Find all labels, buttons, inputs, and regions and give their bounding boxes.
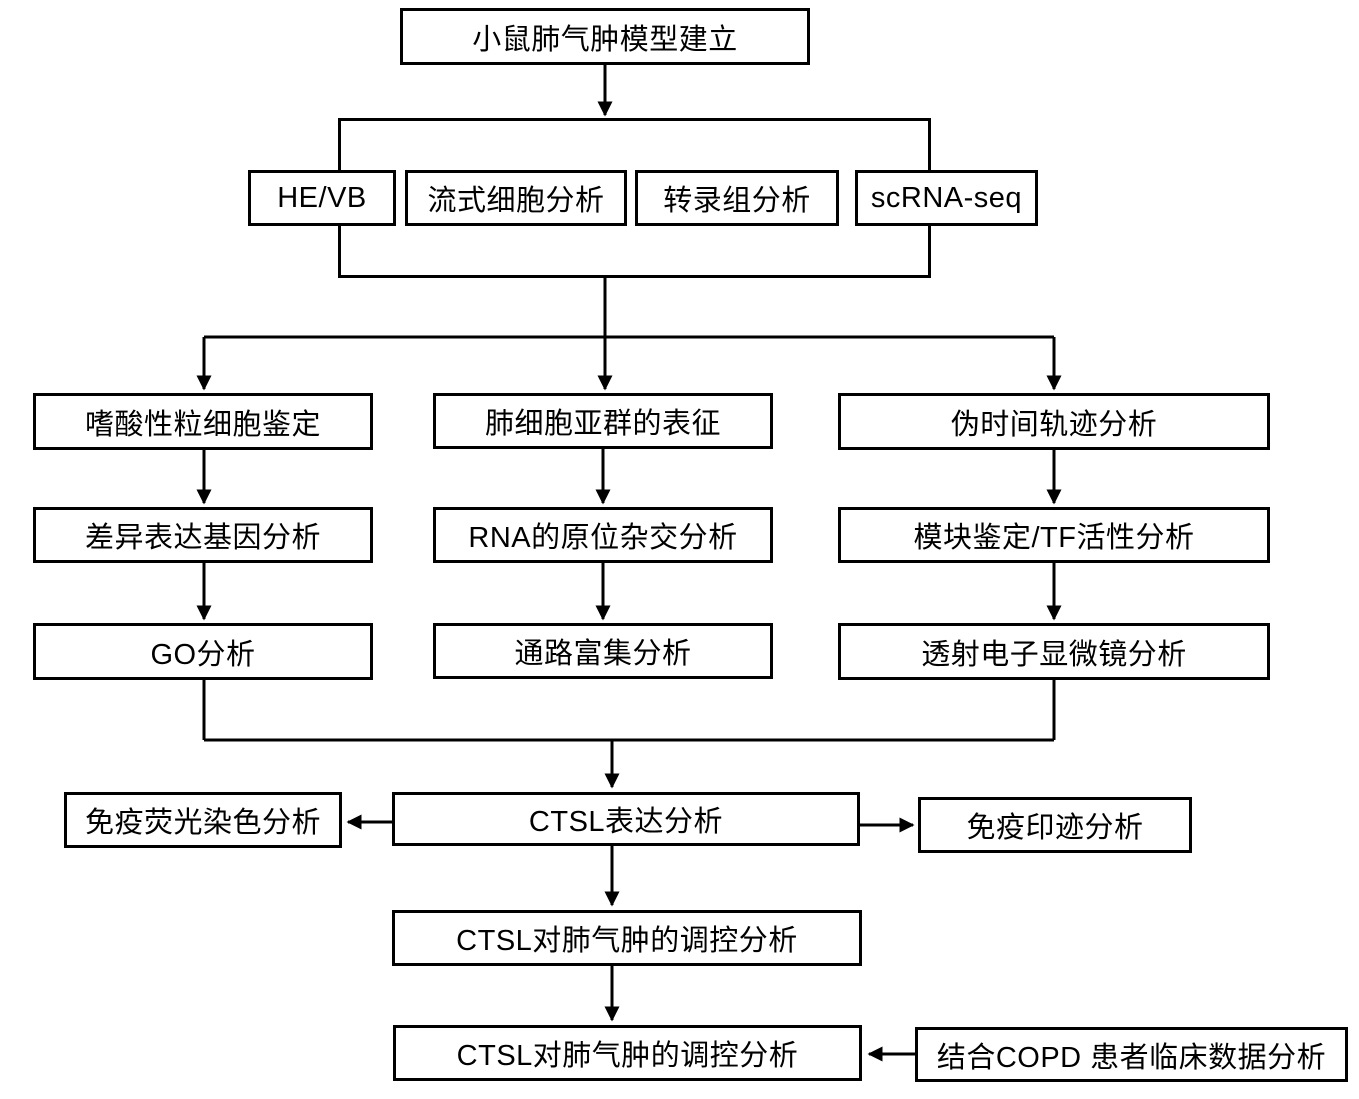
node-pathway-enrichment: 通路富集分析 xyxy=(433,623,773,679)
node-scrna-seq: scRNA-seq xyxy=(855,170,1038,226)
node-immunofluorescence: 免疫荧光染色分析 xyxy=(64,792,342,848)
node-lung-cell-subsets: 肺细胞亚群的表征 xyxy=(433,393,773,449)
node-flow-cytometry: 流式细胞分析 xyxy=(405,170,627,226)
node-he-vb: HE/VB xyxy=(248,170,396,226)
node-transcriptome: 转录组分析 xyxy=(635,170,839,226)
node-ctsl-regulation-1: CTSL对肺气肿的调控分析 xyxy=(392,910,862,966)
node-ctsl-expression: CTSL表达分析 xyxy=(392,792,860,846)
node-eosinophil-identification: 嗜酸性粒细胞鉴定 xyxy=(33,393,373,450)
node-pseudotime-trajectory: 伪时间轨迹分析 xyxy=(838,393,1270,450)
node-western-blot: 免疫印迹分析 xyxy=(918,797,1192,853)
node-ctsl-regulation-2: CTSL对肺气肿的调控分析 xyxy=(393,1025,862,1081)
node-go-analysis: GO分析 xyxy=(33,623,373,680)
node-copd-clinical-data: 结合COPD 患者临床数据分析 xyxy=(915,1027,1348,1082)
node-model-establishment: 小鼠肺气肿模型建立 xyxy=(400,8,810,65)
node-tem-analysis: 透射电子显微镜分析 xyxy=(838,623,1270,680)
node-deg-analysis: 差异表达基因分析 xyxy=(33,507,373,563)
node-rna-in-situ: RNA的原位杂交分析 xyxy=(433,507,773,563)
node-module-tf-activity: 模块鉴定/TF活性分析 xyxy=(838,507,1270,563)
